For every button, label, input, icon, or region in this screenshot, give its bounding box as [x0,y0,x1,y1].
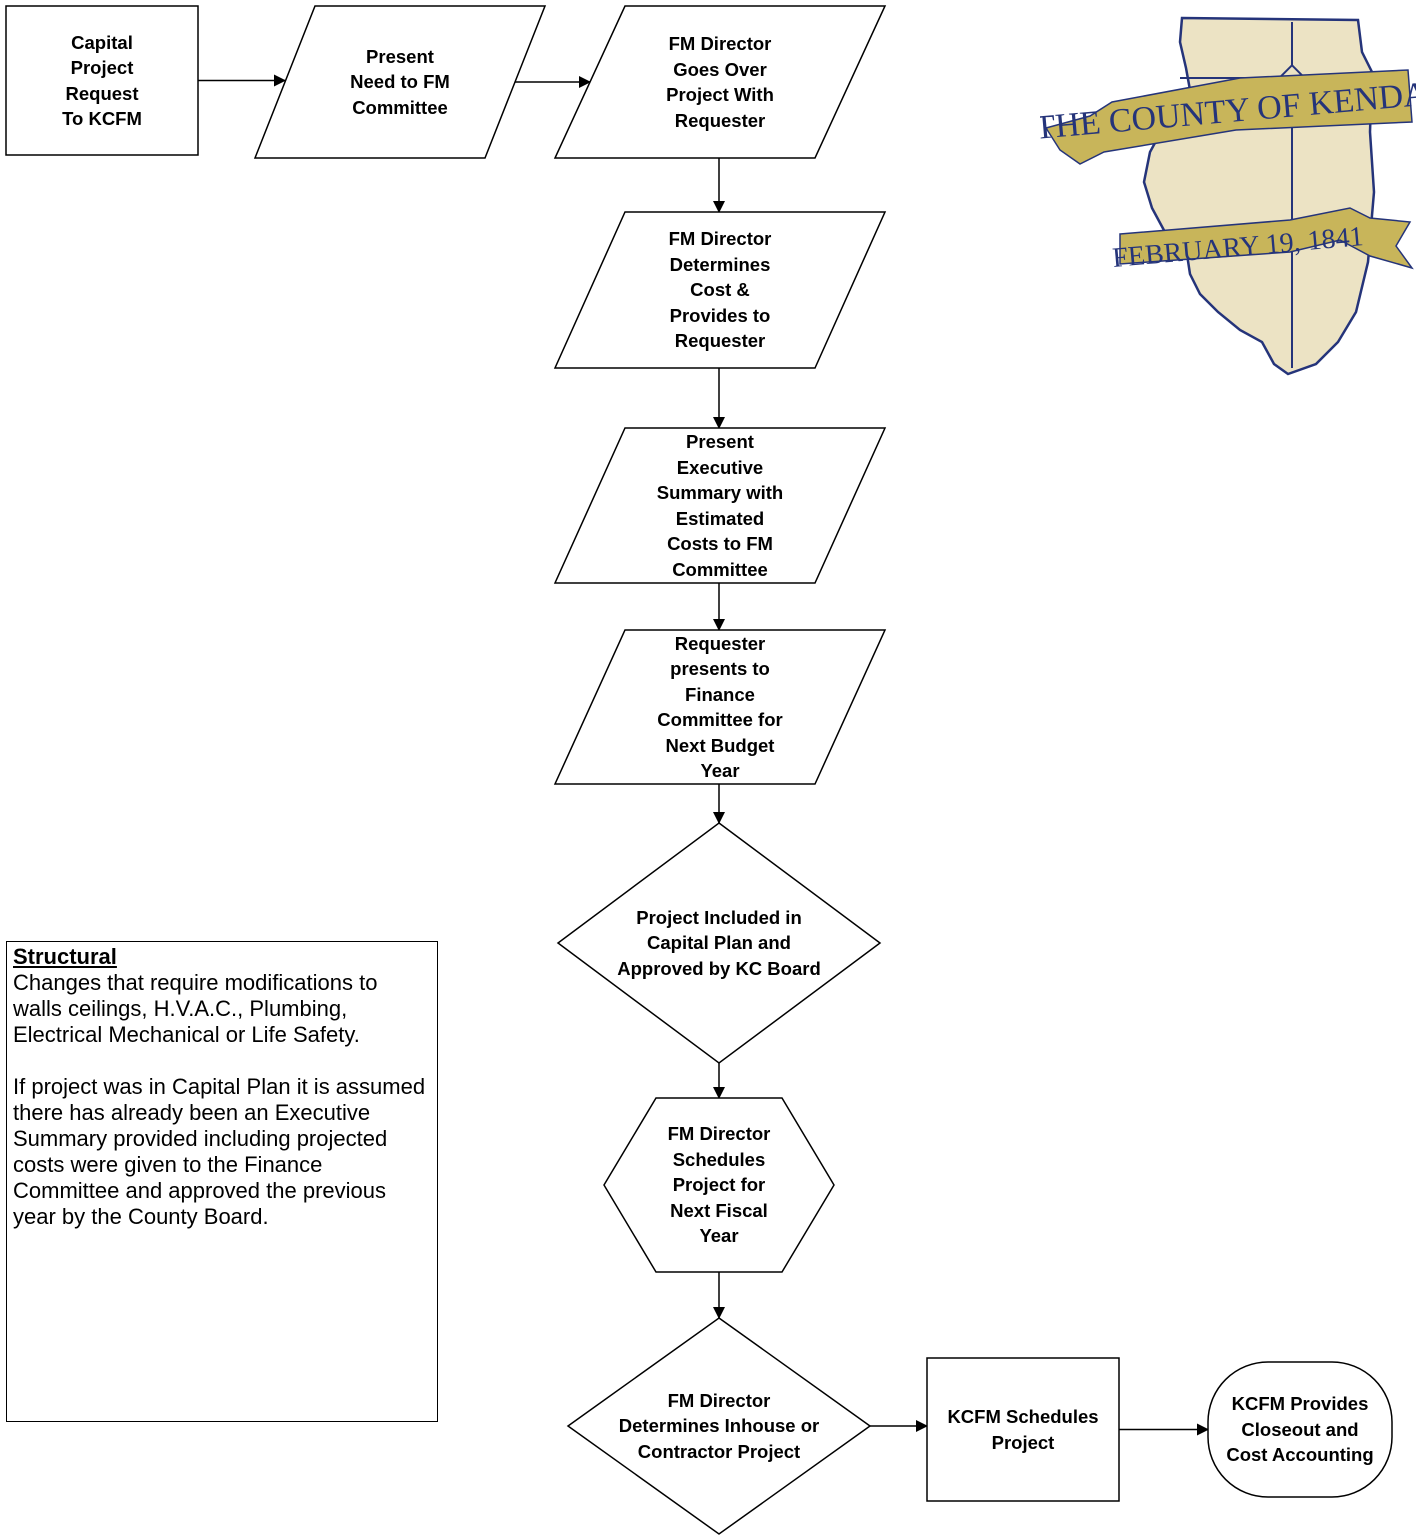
flow-node-n9-label: FM Director Determines Inhouse or Contra… [618,1389,820,1462]
flow-node-n10-rectangle [926,1357,1120,1502]
connectors [198,74,1209,1436]
note-paragraph-1: Changes that require modifications to wa… [13,970,378,1047]
flow-node-n2-parallelogram [253,5,547,159]
illinois-map-shape [1142,16,1376,376]
note-paragraph-2: If project was in Capital Plan it is ass… [13,1074,426,1229]
flow-node-n9-diamond [566,1317,872,1535]
flow-node-n7-diamond [556,822,882,1064]
structural-note: Structural Changes that require modifica… [6,941,438,1422]
flow-node-n4-parallelogram [553,211,887,369]
flow-node-n10-label: KCFM Schedules Project [947,1406,1099,1453]
flow-node-n8-hexagon [603,1097,835,1273]
flow-node-n5-label: Present Executive Summary with Estimated… [656,431,784,580]
county-of-kendall-logo: THE COUNTY OF KENDALL FEBRUARY 19, 1841 [1040,16,1416,376]
flow-node-n11-label: KCFM Provides Closeout and Cost Accounti… [1226,1393,1374,1466]
flow-node-n1-label: Capital Project Request To KCFM [62,31,142,130]
node-shapes [5,5,1393,1535]
ribbon-top [1044,69,1413,165]
ribbon-bottom [1119,207,1414,270]
flow-node-n5-parallelogram [553,427,887,584]
flow-node-n8-label: FM Director Schedules Project for Next F… [667,1123,771,1247]
flow-node-n11-terminator [1207,1361,1393,1498]
flow-node-n3-label: FM Director Goes Over Project With Reque… [666,33,774,131]
flow-node-n3-parallelogram [553,5,887,159]
flow-node-n4-label: FM Director Determines Cost & Provides t… [668,228,772,352]
flow-node-n7-label: Project Included in Capital Plan and App… [617,906,821,979]
flow-node-n1-rectangle [5,5,199,156]
flow-node-n6-parallelogram [553,629,887,785]
flow-node-n6-label: Requester presents to Finance Committee … [657,632,783,782]
note-title: Structural [13,944,117,969]
flow-node-n2-label: Present Need to FM Committee [350,45,450,118]
